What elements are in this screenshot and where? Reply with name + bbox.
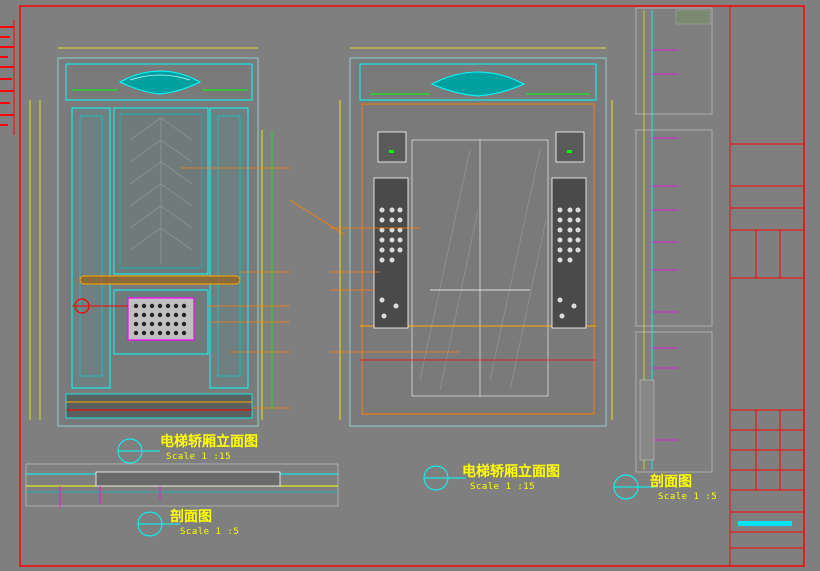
elevation-1-drawing [29,47,346,427]
elevation-2-scale: Scale 1 :15 [470,482,536,492]
keypad-dots-1 [133,303,187,336]
sheet-border [19,5,805,567]
elevation-1-scale: Scale 1 :15 [166,452,232,462]
elevation-2-label-circle [423,465,466,491]
section-1-scale: Scale 1 :5 [180,527,240,537]
button-panel-dots-left [379,207,403,319]
section-2-label-circle [613,474,656,500]
title-block [729,6,804,566]
elevation-2-title: 电梯轿厢立面图 [462,464,560,480]
button-panel-dots-right [557,207,581,319]
section-2-drawing [635,7,713,473]
left-binding-strip [0,20,15,135]
title-block-highlight-bar [738,521,792,526]
elevation-2-drawing [330,47,613,427]
section-2-title: 剖面图 [650,474,692,490]
elevation-1-title: 电梯轿厢立面图 [160,434,258,450]
section-1-drawing [25,463,339,508]
section-2-scale: Scale 1 :5 [658,492,718,502]
section-1-label-circle [137,511,180,537]
section-1-title: 剖面图 [170,509,212,525]
elevation-1-label-circle [117,438,160,464]
